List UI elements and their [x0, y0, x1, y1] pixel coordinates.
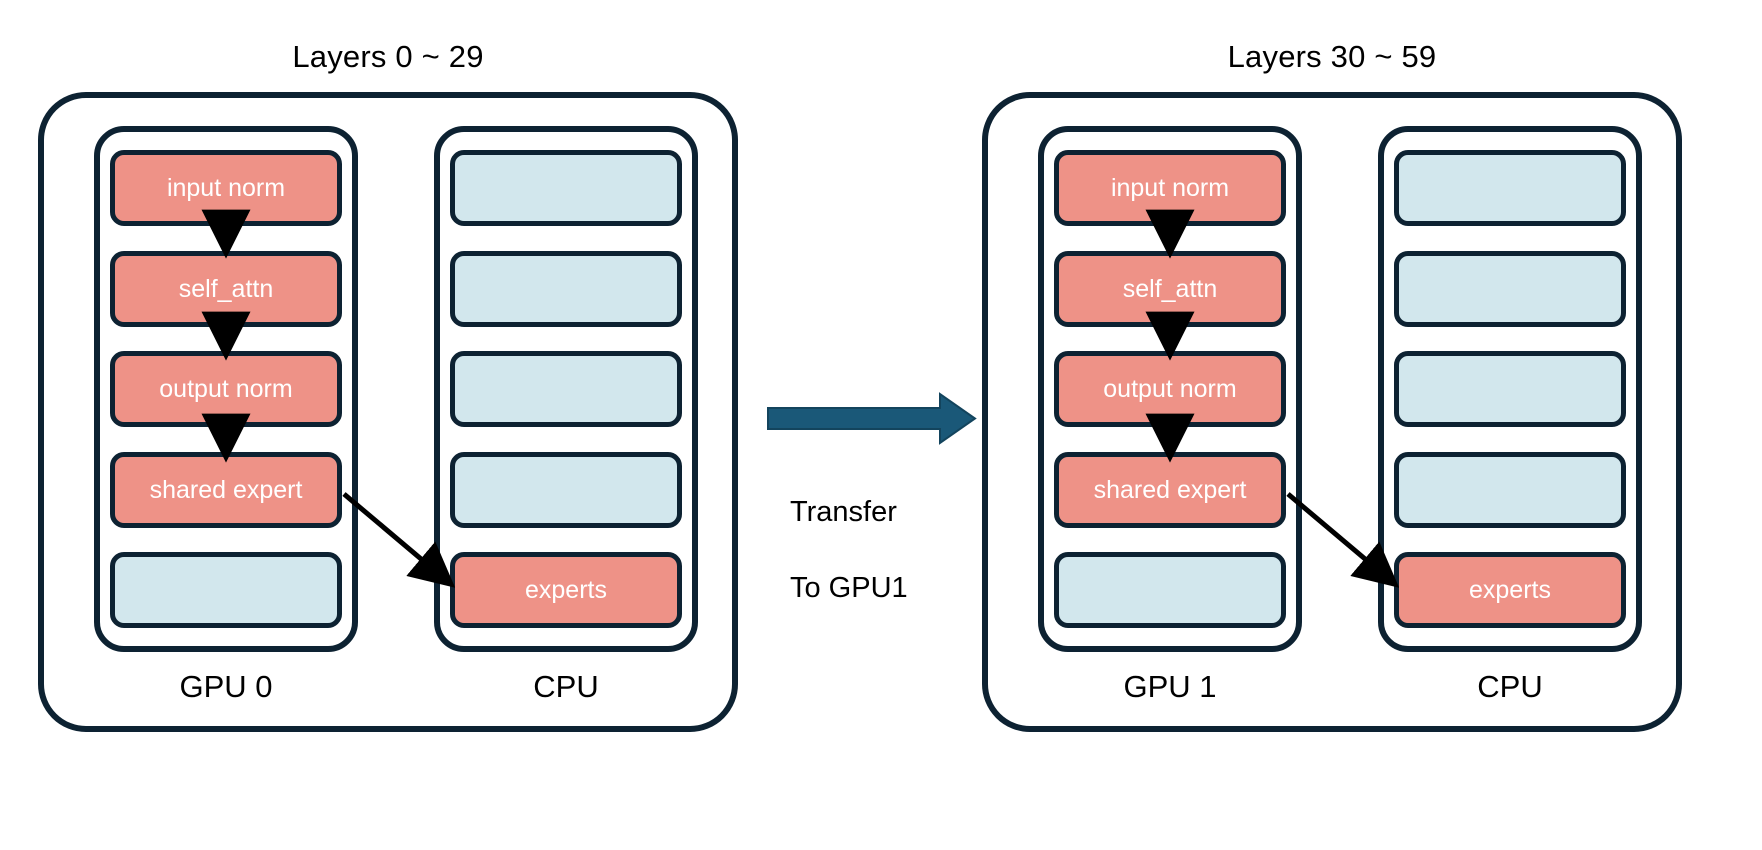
- block-empty-cpu1-3[interactable]: [1394, 351, 1626, 427]
- block-shared-expert-gpu0[interactable]: shared expert: [110, 451, 342, 528]
- block-label: shared expert: [149, 475, 303, 504]
- caption-cpu0: CPU: [533, 669, 599, 704]
- block-self-attn-gpu0[interactable]: self_attn: [110, 250, 342, 327]
- column-gpu0: input norm self_attn output norm shared …: [94, 126, 358, 652]
- transfer-label-line2: To GPU1: [790, 572, 908, 604]
- block-shared-expert-gpu1[interactable]: shared expert: [1054, 451, 1286, 528]
- block-experts-cpu1[interactable]: experts: [1394, 552, 1626, 628]
- panel-right-title: Layers 30 ~ 59: [1227, 39, 1437, 74]
- caption-cpu1: CPU: [1477, 669, 1543, 704]
- block-empty-cpu1-1[interactable]: [1394, 150, 1626, 226]
- column-gpu1: input norm self_attn output norm shared …: [1038, 126, 1302, 652]
- block-input-norm-gpu0[interactable]: input norm: [110, 150, 342, 226]
- block-label: input norm: [1110, 174, 1230, 202]
- block-label: output norm: [1103, 375, 1237, 403]
- block-label: output norm: [159, 375, 293, 403]
- column-cpu0: experts: [434, 126, 698, 652]
- block-empty-gpu1[interactable]: [1054, 552, 1286, 628]
- block-label: experts: [525, 576, 607, 604]
- block-empty-gpu0[interactable]: [110, 552, 342, 628]
- block-label: input norm: [166, 174, 286, 202]
- panel-left-title: Layers 0 ~ 29: [292, 39, 484, 74]
- block-label: self_attn: [1122, 274, 1218, 303]
- block-output-norm-gpu1[interactable]: output norm: [1054, 351, 1286, 427]
- block-label: shared expert: [1093, 475, 1247, 504]
- block-empty-cpu1-4[interactable]: [1394, 451, 1626, 528]
- transfer-label-line1: Transfer: [790, 496, 897, 528]
- caption-gpu0: GPU 0: [179, 669, 273, 704]
- block-input-norm-gpu1[interactable]: input norm: [1054, 150, 1286, 226]
- block-experts-cpu0[interactable]: experts: [450, 552, 682, 628]
- block-output-norm-gpu0[interactable]: output norm: [110, 351, 342, 427]
- block-label: self_attn: [178, 274, 274, 303]
- block-label: experts: [1469, 576, 1551, 604]
- block-self-attn-gpu1[interactable]: self_attn: [1054, 250, 1286, 327]
- transfer-arrow: [767, 392, 977, 445]
- transfer-label: Transfer To GPU1: [790, 455, 990, 645]
- column-cpu1: experts: [1378, 126, 1642, 652]
- block-empty-cpu1-2[interactable]: [1394, 250, 1626, 327]
- block-empty-cpu0-2[interactable]: [450, 250, 682, 327]
- block-empty-cpu0-4[interactable]: [450, 451, 682, 528]
- block-empty-cpu0-1[interactable]: [450, 150, 682, 226]
- caption-gpu1: GPU 1: [1123, 669, 1217, 704]
- block-empty-cpu0-3[interactable]: [450, 351, 682, 427]
